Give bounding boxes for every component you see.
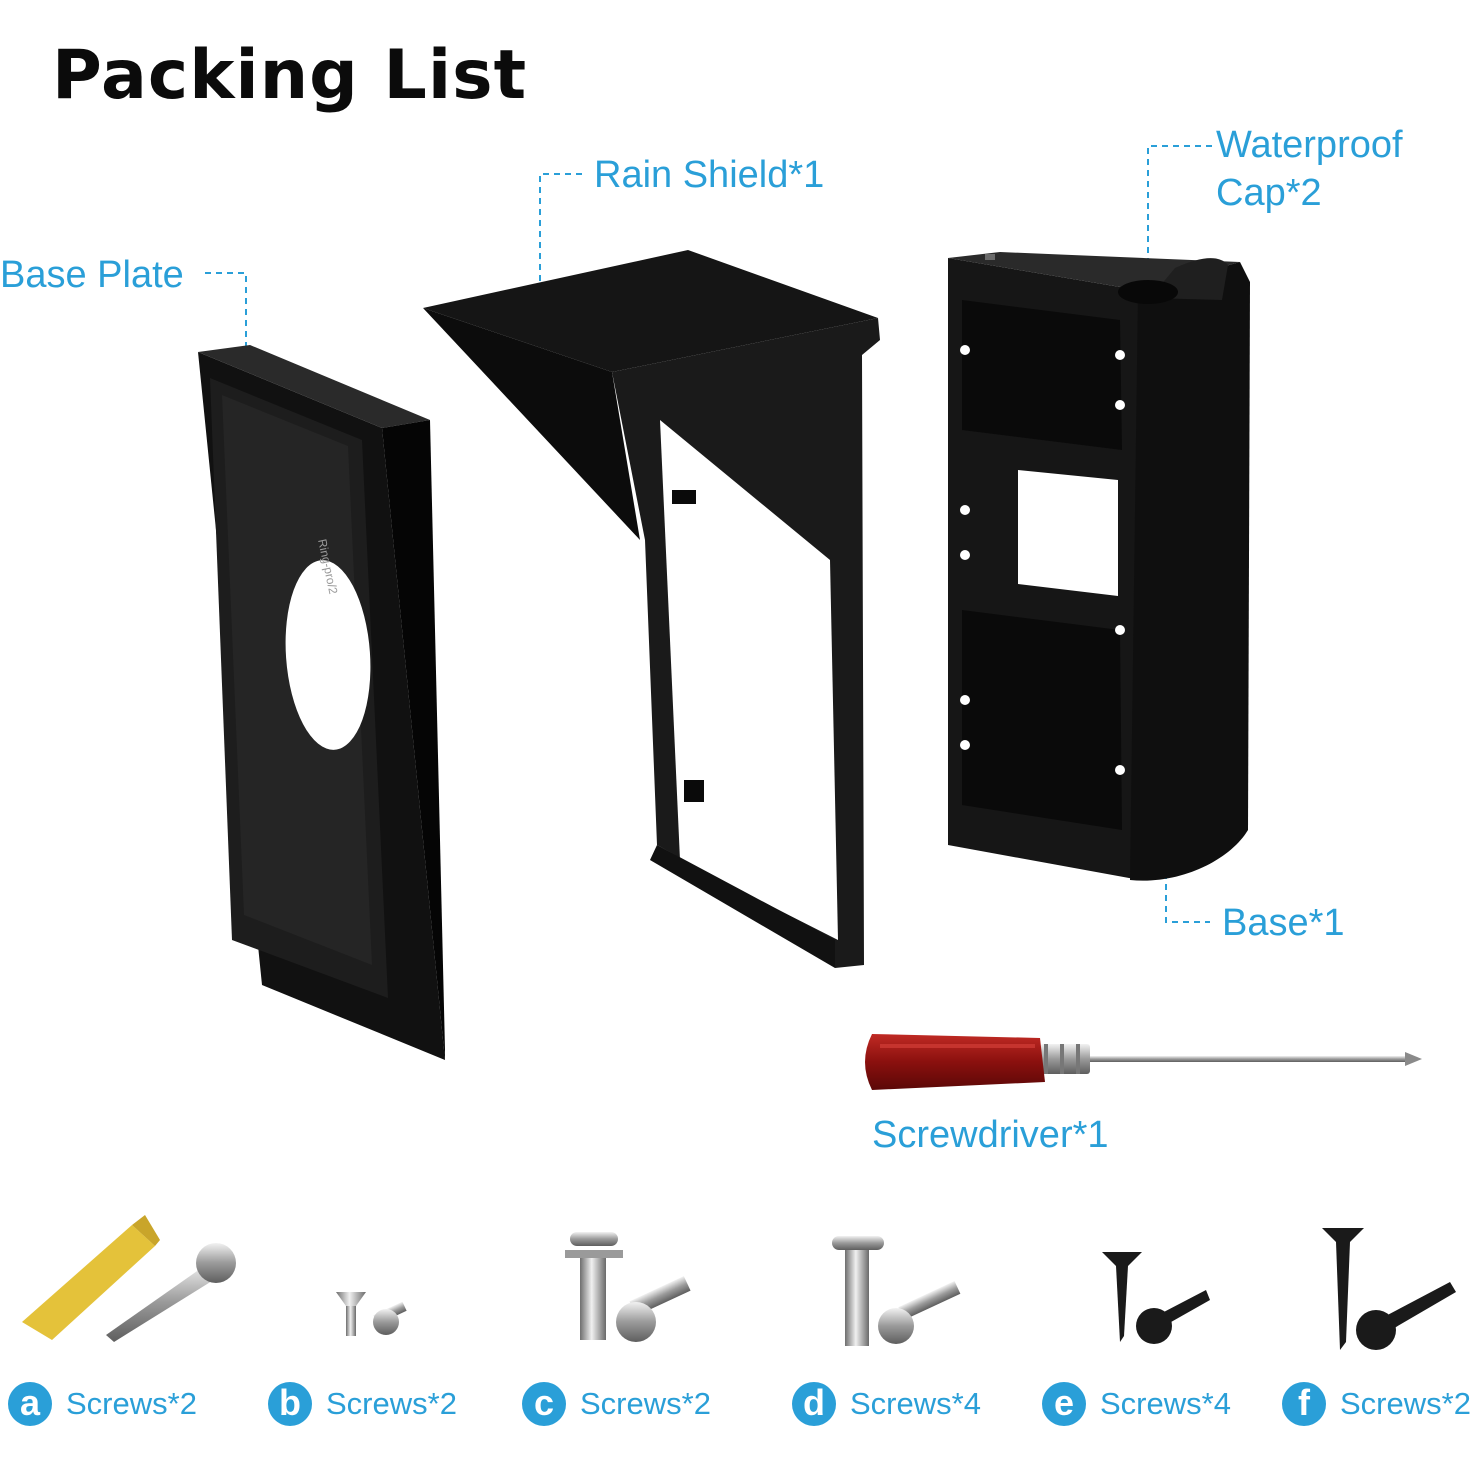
screw-label-e: Screws*4	[1100, 1386, 1231, 1421]
screw-set-c-image	[565, 1232, 691, 1342]
rain-shield-label: Rain Shield*1	[594, 154, 825, 196]
base-plate-image: Ring-pro/2	[198, 345, 445, 1060]
rain-shield-image	[423, 250, 880, 968]
base-label: Base*1	[1222, 902, 1345, 944]
screw-label-d: Screws*4	[850, 1386, 981, 1421]
screw-item-d: d Screws*4	[792, 1376, 981, 1432]
screw-item-e: e Screws*4	[1042, 1376, 1231, 1432]
screw-label-c: Screws*2	[580, 1386, 711, 1421]
screw-set-f-image	[1322, 1228, 1456, 1350]
screw-set-a-image	[22, 1215, 236, 1342]
screw-item-b: b Screws*2	[268, 1376, 457, 1432]
letter-e-badge: e	[1042, 1382, 1086, 1426]
screw-set-b-image	[336, 1292, 407, 1336]
base-plate-label: Base Plate	[0, 254, 184, 296]
screw-item-f: f Screws*2	[1282, 1376, 1471, 1432]
letter-c-badge: c	[522, 1382, 566, 1426]
screw-item-c: c Screws*2	[522, 1376, 711, 1432]
screwdriver-image	[865, 1034, 1422, 1090]
waterproof-cap-label-line1: Waterproof	[1216, 124, 1403, 166]
letter-a-badge: a	[8, 1382, 52, 1426]
base-housing-image	[948, 252, 1250, 881]
page-title: Packing List	[52, 36, 528, 115]
screw-label-b: Screws*2	[326, 1386, 457, 1421]
screw-set-e-image	[1102, 1252, 1210, 1344]
screw-set-d-image	[832, 1236, 961, 1346]
screwdriver-label: Screwdriver*1	[872, 1114, 1109, 1156]
letter-f-badge: f	[1282, 1382, 1326, 1426]
screw-label-f: Screws*2	[1340, 1386, 1471, 1421]
letter-b-badge: b	[268, 1382, 312, 1426]
letter-d-badge: d	[792, 1382, 836, 1426]
waterproof-cap-label-line2: Cap*2	[1216, 172, 1322, 214]
screw-label-a: Screws*2	[66, 1386, 197, 1421]
screw-item-a: a Screws*2	[8, 1376, 197, 1432]
